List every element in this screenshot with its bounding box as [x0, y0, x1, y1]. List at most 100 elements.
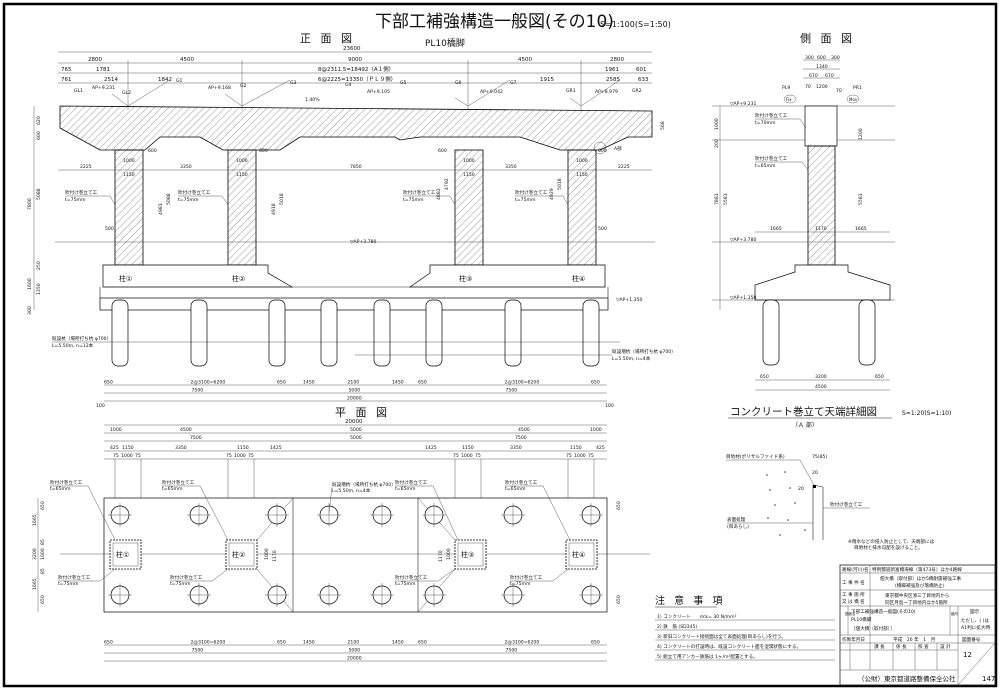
ap-level: AP+9.105: [367, 89, 390, 95]
dim-label: 1425: [425, 445, 437, 451]
dim-label: 7800: [27, 198, 33, 210]
pile: [111, 299, 129, 367]
dim-label: 7500: [192, 648, 204, 654]
scale-label: 縮尺: [951, 611, 959, 616]
dim-label: 5018: [557, 178, 563, 190]
callout-thickness: t=75mm: [510, 581, 531, 587]
dim-label: 1000: [234, 453, 246, 459]
dim-label: 5581: [723, 193, 729, 205]
dim-label: 1665: [32, 514, 38, 526]
dim-label: 500: [598, 226, 607, 232]
dim-label: 1000: [590, 427, 602, 433]
aggregate-dot: [804, 529, 806, 531]
dim-label: 600: [36, 131, 42, 140]
joint-material-label: 目地材(ポリサルファイド系): [726, 453, 785, 460]
plan-column-core: [457, 542, 484, 567]
scale-value: 図示: [970, 609, 980, 615]
dim-label: 1000: [714, 118, 720, 130]
dim-label: 4882: [436, 188, 442, 200]
dim-label: 2100: [348, 640, 360, 646]
pier-crossbeam: [59, 105, 653, 151]
callout-label: 吹付け巻立て工: [178, 189, 211, 196]
dim-label: 601: [636, 67, 647, 73]
dim-label: 650: [40, 501, 46, 510]
dim-label: 650: [591, 380, 600, 386]
girder-label: G3: [290, 80, 297, 86]
dim-label: 1000: [264, 548, 270, 560]
pile: [268, 299, 286, 367]
dim-label: 23600: [343, 46, 361, 52]
drawing-shape: [111, 79, 171, 107]
dim-label: 1150: [236, 172, 248, 178]
dim-label: 8@2311.5=18492（A１側）: [318, 65, 394, 73]
pile-level-label: ▽AP+1.350: [616, 297, 643, 303]
callout-thickness: t=70mm: [755, 120, 776, 126]
dim-label: 1425: [270, 445, 282, 451]
drawing-line: [109, 195, 116, 206]
dim-label: 620: [36, 116, 42, 125]
callout-label: 吹付け巻立て工: [510, 574, 543, 581]
dim-label: 3200: [815, 374, 827, 380]
callout-thickness: t=75mm: [403, 197, 424, 203]
callout-label: 吹付け巻立て工: [170, 574, 203, 581]
drawing-line: [799, 459, 816, 488]
place-label: 又 は 橋 名: [842, 598, 865, 605]
dim-label: 5000: [349, 388, 361, 394]
pile-note: 既設杭（場所打ち杭 φ700）: [52, 335, 111, 342]
dim-label: 500: [105, 226, 114, 232]
dim-label: 4792: [444, 178, 450, 190]
company-name: （公財）東京都道路整備保全公社: [858, 674, 956, 683]
callout-label: 吹付け巻立て工: [755, 112, 788, 119]
dim-label: 1150: [463, 172, 475, 178]
mov-label: Mov: [849, 97, 858, 102]
dim-label: 1600: [27, 278, 33, 290]
dim-label: 1665: [32, 578, 38, 590]
wrap-callouts-elevation: 吹付け巻立て工 t=75mm 吹付け巻立て工 t=75mm 吹付け巻立て工 t=…: [65, 141, 622, 206]
dim-label: 1000: [121, 453, 133, 459]
dim-label: 3200: [32, 548, 38, 560]
pile: [320, 299, 338, 367]
aggregate-dot: [769, 489, 771, 491]
joint-sealant: [813, 485, 816, 488]
pile-level-label: ▽AP+1.350: [730, 295, 757, 301]
callout-label: 吹付け巻立て工: [162, 479, 195, 486]
fix-bearing-mark: [783, 94, 797, 104]
detail-scale: S=1:20(S=1:10): [902, 410, 951, 417]
dim-label: 1000: [463, 158, 475, 164]
drawing-shape: [593, 141, 607, 155]
dim-label: 70: [836, 88, 842, 94]
dim-label: 1150: [123, 172, 135, 178]
drawing-line: [437, 568, 456, 582]
plan-heading: 平 面 図: [335, 406, 390, 419]
dim-label: 2@3100=6200: [505, 640, 540, 646]
callout-label: 吹付け巻立て工: [50, 479, 83, 486]
dim-label: 4918: [271, 203, 277, 215]
place-value: 東京都中央区湊三丁目地内から: [885, 592, 949, 599]
dim-label: 650: [418, 380, 427, 386]
dim-label: 70: [805, 84, 811, 90]
column-label: 柱②: [232, 550, 245, 559]
ap-level: AP+8.979: [595, 89, 618, 95]
dim-label: 1170: [815, 226, 827, 232]
side-footing: [754, 264, 891, 301]
aggregate-dot: [766, 474, 768, 476]
dim-label: 5088: [166, 193, 172, 205]
dim-label: 761: [61, 77, 72, 83]
callout-thickness: t=65mm: [162, 486, 183, 492]
column-label: 柱③: [459, 274, 472, 283]
dim-label: 1170: [438, 550, 444, 562]
detail-note: 目地材と排水勾配を設けること。: [854, 544, 923, 551]
pile-note: L=5.50m, n=12本: [52, 342, 94, 349]
dim-label: 600: [598, 148, 607, 154]
dim-label: 2225: [618, 164, 630, 170]
column-label: 柱②: [232, 274, 245, 283]
column-label: 柱③: [461, 550, 474, 559]
side-crossbeam: [804, 105, 838, 147]
callout-label: 吹付け巻立て工: [403, 189, 436, 196]
plan-view: 平 面 図 20000 1000 4500 5000 4500 1000 750…: [32, 406, 650, 662]
dim-label: 650: [277, 640, 286, 646]
aggregate-dot: [774, 504, 776, 506]
plan-column-core: [112, 542, 139, 567]
drawing-line: [432, 485, 459, 541]
